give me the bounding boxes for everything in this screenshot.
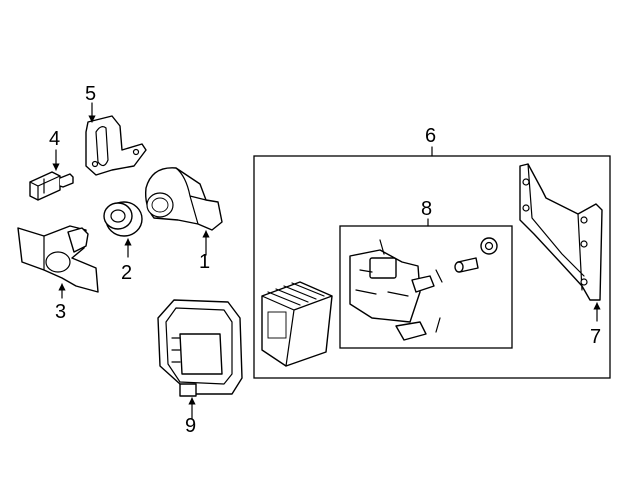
callout-9: 9 <box>185 415 196 437</box>
callout-1: 1 <box>199 251 210 273</box>
callout-7: 7 <box>590 326 601 348</box>
callout-6: 6 <box>425 125 436 147</box>
callout-8: 8 <box>421 198 432 220</box>
callout-5: 5 <box>85 83 96 105</box>
callout-4: 4 <box>49 128 60 150</box>
part-8-bolt <box>454 257 479 273</box>
part-4-sensor-pin <box>29 171 74 201</box>
part-8-nut <box>480 237 498 255</box>
part-3-mount-bracket <box>17 225 99 293</box>
part-8-subassembly-box <box>339 225 513 349</box>
part-9-module-frame <box>157 299 243 397</box>
part-5-bracket <box>85 115 147 176</box>
callout-2: 2 <box>121 262 132 284</box>
part-8-sensor-bracket <box>349 239 443 341</box>
part-6-control-module <box>261 281 333 367</box>
part-1-sensor-housing <box>144 167 223 231</box>
part-7-long-bracket <box>519 163 603 301</box>
part-2-grommet <box>103 201 143 237</box>
callout-3: 3 <box>55 301 66 323</box>
